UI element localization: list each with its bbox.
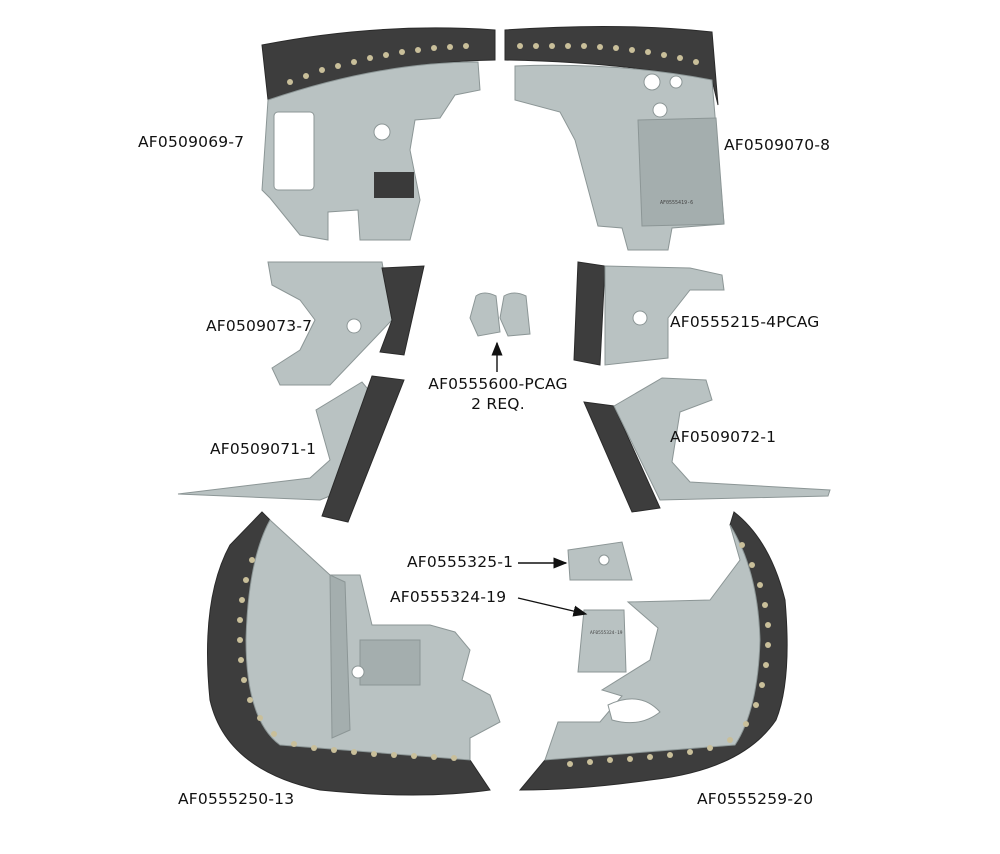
label-af0509070-8: AF0509070-8 [724,136,831,154]
hole [643,73,661,91]
label-af0555215-4pcag: AF0555215-4PCAG [670,313,820,331]
side-box [637,117,725,227]
hole [652,102,668,118]
label-af0555324-19: AF0555324-19 [390,588,507,606]
label-af0509071-1: AF0509071-1 [210,440,317,458]
label-af0555600-pcag: AF0555600-PCAG 2 REQ. [418,374,578,414]
part-af0509073-7 [267,261,425,386]
label-quantity-note: 2 REQ. [471,395,525,413]
part-af0509072-1 [583,377,831,513]
hole [598,554,610,566]
part-af0555250-13 [207,511,501,796]
part-af0555259-20 [518,511,788,791]
hole [632,310,648,326]
hole [669,75,683,89]
plate-left [469,292,501,337]
label-af0509069-7: AF0509069-7 [138,133,245,151]
notch [607,698,661,724]
leader-arrow [517,597,588,617]
hole [351,665,365,679]
hole [373,123,391,141]
metal-panel [544,524,761,761]
hinge-bracket [374,172,414,198]
label-af0555259-20: AF0555259-20 [697,790,814,808]
part-af0555325-1 [518,541,633,581]
part-af0555324-19: AF0555324-19 [517,597,627,673]
rubber-seal [379,265,425,356]
metal-bracket [604,265,725,366]
part-af0509069-7 [261,27,496,241]
part-af0509071-1 [177,375,405,523]
label-part-number: AF0555600-PCAG [428,375,568,393]
hole [346,318,362,334]
label-af0509073-7: AF0509073-7 [206,317,313,335]
label-af0509072-1: AF0509072-1 [670,428,777,446]
plate [577,609,627,673]
plate-right [499,292,531,337]
rubber-seal [504,25,719,106]
cutout-window [273,111,315,191]
rubber-seal [573,261,606,366]
label-af0555250-13: AF0555250-13 [178,790,295,808]
rubber-seal [321,375,405,523]
part-af0555600-pcag [469,292,531,372]
part-af0555215-4pcag [573,261,725,366]
metal-strip [613,377,831,501]
part-stamp: AF0555324-19 [590,630,623,636]
rubber-seal [583,401,661,513]
part-af0509070-8: AF0555419-6 [504,25,725,251]
recess [359,639,421,686]
raised-box [329,574,351,739]
part-stamp: AF0555419-6 [660,200,693,206]
metal-panel [261,61,481,241]
label-af0555325-1: AF0555325-1 [407,553,514,571]
